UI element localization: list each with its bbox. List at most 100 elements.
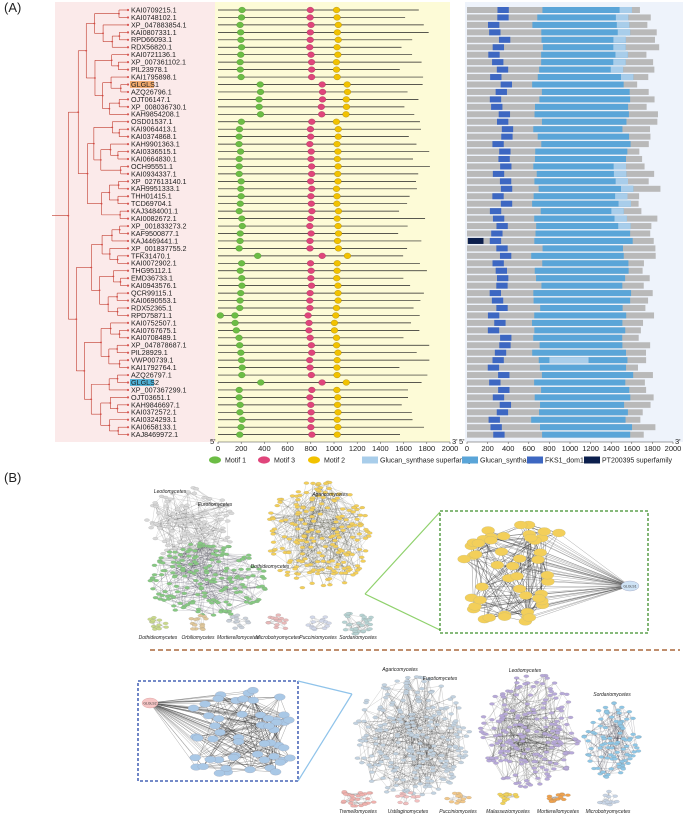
zoom-edge [196,694,221,768]
network-node [167,497,174,501]
network-node [246,556,252,560]
network-node [354,756,361,760]
small-cluster-label: Ustilaginomycetes [388,809,429,815]
network-node [369,754,375,758]
network-node [222,569,229,573]
network-node [211,577,217,581]
zoom-edge [149,702,269,719]
sequence-label: KAI1792764.1 [131,363,177,372]
network-node [541,701,547,705]
network-edge [304,536,369,537]
zoom-node [283,716,295,724]
zoom-edge [205,703,243,715]
network-node [182,574,188,578]
network-node [193,569,199,573]
network-node [157,526,163,530]
motif-3 [306,29,314,36]
zoom-edge [149,702,211,760]
network-node [304,540,310,544]
glucan-synthase-superfamily [618,200,631,207]
cluster-label: Dothideomycetes [251,564,290,570]
zoom-edge [149,702,265,744]
motif-2 [333,364,341,371]
network-node [184,586,190,590]
network-edge [410,714,445,766]
network-node [549,711,555,715]
network-node [365,797,371,801]
network-node [366,534,372,538]
network-node [568,731,575,735]
motif-2 [342,103,351,110]
network-edge [155,502,168,546]
network-node [276,497,283,501]
network-node [507,725,513,729]
network-node [353,627,359,631]
network-node [380,743,386,747]
network-node [384,756,390,760]
network-node [219,576,225,580]
network-node [173,584,180,588]
network-node [612,794,618,798]
network-edge [305,558,336,573]
zoom-edge [527,538,531,613]
network-node [416,700,422,704]
network-node [236,559,242,563]
network-node [537,754,544,758]
network-edge [411,736,443,753]
network-node [514,681,520,685]
motif-3 [307,424,315,431]
network-node [625,761,631,765]
network-node [397,710,404,714]
network-node [515,714,521,718]
network-edge [184,575,222,591]
motif-1 [257,379,265,386]
network-edge [371,769,453,782]
network-edge [380,725,430,787]
network-edge [317,516,339,574]
motif-3 [305,327,313,334]
glucan-synthase-domain [534,156,627,162]
network-node [519,739,526,743]
network-node [179,558,186,562]
motif-2 [334,394,342,401]
zoom-edge [525,585,631,622]
zoom-edge [475,595,526,607]
motif-tick-label: 800 [305,444,318,453]
cluster-label: Eurotiomycetes [198,502,233,508]
network-node [562,751,569,755]
network-node [408,712,414,716]
fks1-dom1 [489,237,502,244]
glucan-synthase-domain [541,36,626,43]
network-edge [177,591,247,603]
zoom-edge [529,538,531,618]
motif-3 [306,394,314,401]
network-node [341,620,348,624]
zoom-node [471,539,486,548]
network-node [499,714,505,718]
zoom-edge [149,692,249,704]
fks1-dom1 [499,148,511,155]
network-node [403,691,409,695]
network-edge [176,586,265,589]
leaf-node [126,217,130,220]
network-edge [296,567,349,579]
network-node [367,622,373,626]
network-node [156,627,162,631]
network-edge [359,730,381,746]
network-edge [198,521,213,558]
network-node [163,515,170,519]
network-node [444,797,450,801]
network-node [346,525,352,529]
sequence-label: VWP00739.1 [131,356,173,365]
network-node [554,731,561,735]
network-node [409,733,415,737]
leaf-node [126,351,130,354]
sequence-label: KAJ3484001.1 [131,207,178,216]
fks1-dom1 [488,51,500,58]
zoom-edge [473,555,526,622]
zoom-edge [481,565,513,587]
network-node [403,681,409,685]
network-edge [609,738,618,753]
network-node [391,720,397,724]
network-edge [515,743,554,748]
